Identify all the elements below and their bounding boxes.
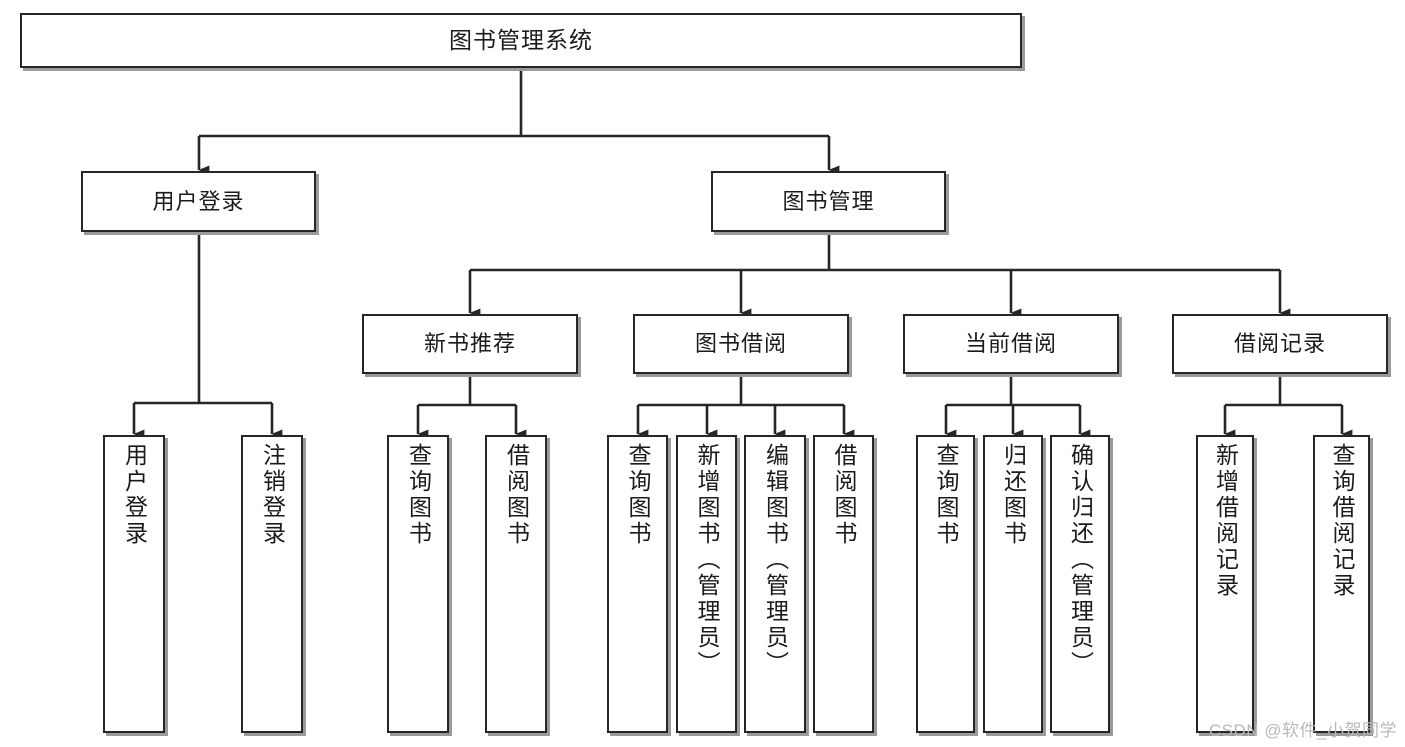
node-leaf-logout[interactable]: 注销登录	[241, 435, 303, 733]
node-leaf-confirm-return[interactable]: 确认归还（管理员）	[1050, 435, 1110, 733]
node-label: 查询图书	[933, 443, 959, 547]
node-label: 图书管理系统	[449, 26, 593, 53]
node-leaf-add-book[interactable]: 新增图书（管理员）	[676, 435, 737, 733]
node-label: 归还图书	[1000, 443, 1027, 547]
node-leaf-query-book-1[interactable]: 查询图书	[387, 435, 449, 733]
node-leaf-borrow-book-1[interactable]: 借阅图书	[485, 435, 547, 733]
node-label: 借阅图书	[831, 443, 857, 547]
node-new-book-recommend[interactable]: 新书推荐	[362, 314, 578, 374]
node-leaf-add-record[interactable]: 新增借阅记录	[1196, 435, 1254, 733]
node-label: 图书借阅	[694, 331, 787, 357]
node-leaf-query-record[interactable]: 查询借阅记录	[1313, 435, 1370, 733]
node-book-manage[interactable]: 图书管理	[711, 171, 946, 232]
node-label: 新增图书（管理员）	[694, 443, 720, 677]
node-leaf-return-book[interactable]: 归还图书	[983, 435, 1043, 733]
node-label: 借阅图书	[503, 443, 530, 547]
node-user-login[interactable]: 用户登录	[81, 171, 316, 232]
node-leaf-edit-book[interactable]: 编辑图书（管理员）	[744, 435, 806, 733]
node-label: 当前借阅	[964, 331, 1057, 357]
node-borrow-record[interactable]: 借阅记录	[1172, 314, 1388, 374]
node-book-borrow[interactable]: 图书借阅	[633, 314, 849, 374]
node-label: 新增借阅记录	[1212, 443, 1239, 599]
node-root[interactable]: 图书管理系统	[20, 13, 1022, 68]
node-label: 编辑图书（管理员）	[762, 443, 789, 677]
node-label: 确认归还（管理员）	[1067, 443, 1094, 677]
node-label: 用户登录	[152, 188, 245, 214]
node-label: 注销登录	[259, 443, 286, 547]
node-current-borrow[interactable]: 当前借阅	[903, 314, 1119, 374]
node-label: 用户登录	[121, 443, 148, 547]
node-label: 借阅记录	[1233, 331, 1326, 357]
node-leaf-query-book-2[interactable]: 查询图书	[607, 435, 668, 733]
node-label: 图书管理	[782, 188, 875, 214]
node-label: 查询借阅记录	[1329, 443, 1355, 599]
node-label: 查询图书	[405, 443, 432, 547]
node-leaf-query-book-3[interactable]: 查询图书	[916, 435, 975, 733]
node-label: 新书推荐	[423, 331, 516, 357]
node-leaf-borrow-book-2[interactable]: 借阅图书	[813, 435, 874, 733]
node-label: 查询图书	[625, 443, 651, 547]
watermark-text: CSDN @软件_小贺同学	[1208, 721, 1397, 740]
node-leaf-user-login[interactable]: 用户登录	[103, 435, 165, 733]
